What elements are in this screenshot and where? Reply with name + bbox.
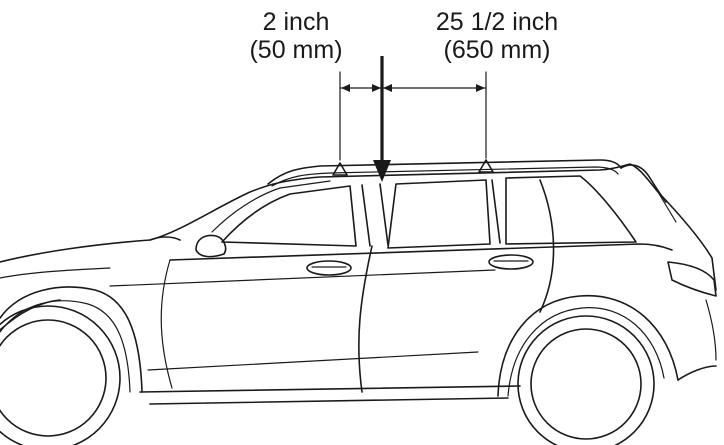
rocker-panel [139, 385, 521, 393]
arrowhead-right-start-icon [383, 84, 392, 92]
front-wheel [0, 305, 121, 445]
character-line-lower [147, 351, 479, 371]
rear-window [387, 179, 491, 249]
rocker-panel-lower [149, 397, 509, 405]
front-window [221, 185, 357, 247]
body-upper-outline [0, 163, 717, 291]
dimension-right-imperial: 25 1/2 inch [436, 8, 558, 36]
arrowhead-right-end-icon [476, 84, 485, 92]
rear-tailgate-edge [705, 299, 717, 361]
windshield-line [211, 180, 331, 233]
belt-line [169, 243, 673, 261]
door-handle-rear [488, 254, 534, 270]
b-pillar-rear [379, 183, 389, 246]
rear-door-edge [539, 179, 555, 313]
roof-rail [267, 159, 622, 185]
quarter-window [505, 175, 637, 245]
triangle-marker-icon [478, 159, 494, 173]
c-pillar [491, 179, 501, 244]
b-pillar-front [361, 184, 371, 247]
dimension-label-left: 2 inch (50 mm) [249, 8, 342, 64]
front-wheel-arch [0, 286, 143, 393]
rear-spoiler [620, 164, 667, 203]
arrowhead-left-end-icon [372, 84, 381, 92]
dimension-lines [339, 56, 487, 182]
roof-rail-lower [271, 166, 619, 187]
rear-bumper [677, 365, 717, 381]
rear-wheel-arch-inner [507, 307, 665, 397]
rear-wheel-arch [497, 294, 679, 397]
triangle-marker-icon [332, 162, 348, 176]
side-mirror [195, 234, 227, 258]
dimension-right-metric: (650 mm) [444, 36, 551, 64]
hood-crease [0, 267, 111, 279]
hood-edge [149, 236, 181, 241]
rear-wheel [517, 315, 655, 445]
character-line-upper [109, 269, 496, 287]
door-handle-front [306, 260, 352, 276]
down-arrow-icon [373, 160, 391, 182]
arrowhead-left-start-icon [341, 84, 350, 92]
suv-side-view [0, 159, 717, 445]
front-wheel-arch-inner [0, 300, 131, 393]
front-bumper [0, 299, 61, 331]
dimension-left-imperial: 2 inch [263, 8, 330, 36]
rear-lamp [667, 261, 717, 297]
dimension-label-right: 25 1/2 inch (650 mm) [436, 8, 558, 64]
dimension-left-metric: (50 mm) [249, 36, 342, 64]
rear-glass-edge [657, 191, 677, 223]
front-door-edge [160, 259, 173, 389]
door-split-line [358, 245, 373, 393]
